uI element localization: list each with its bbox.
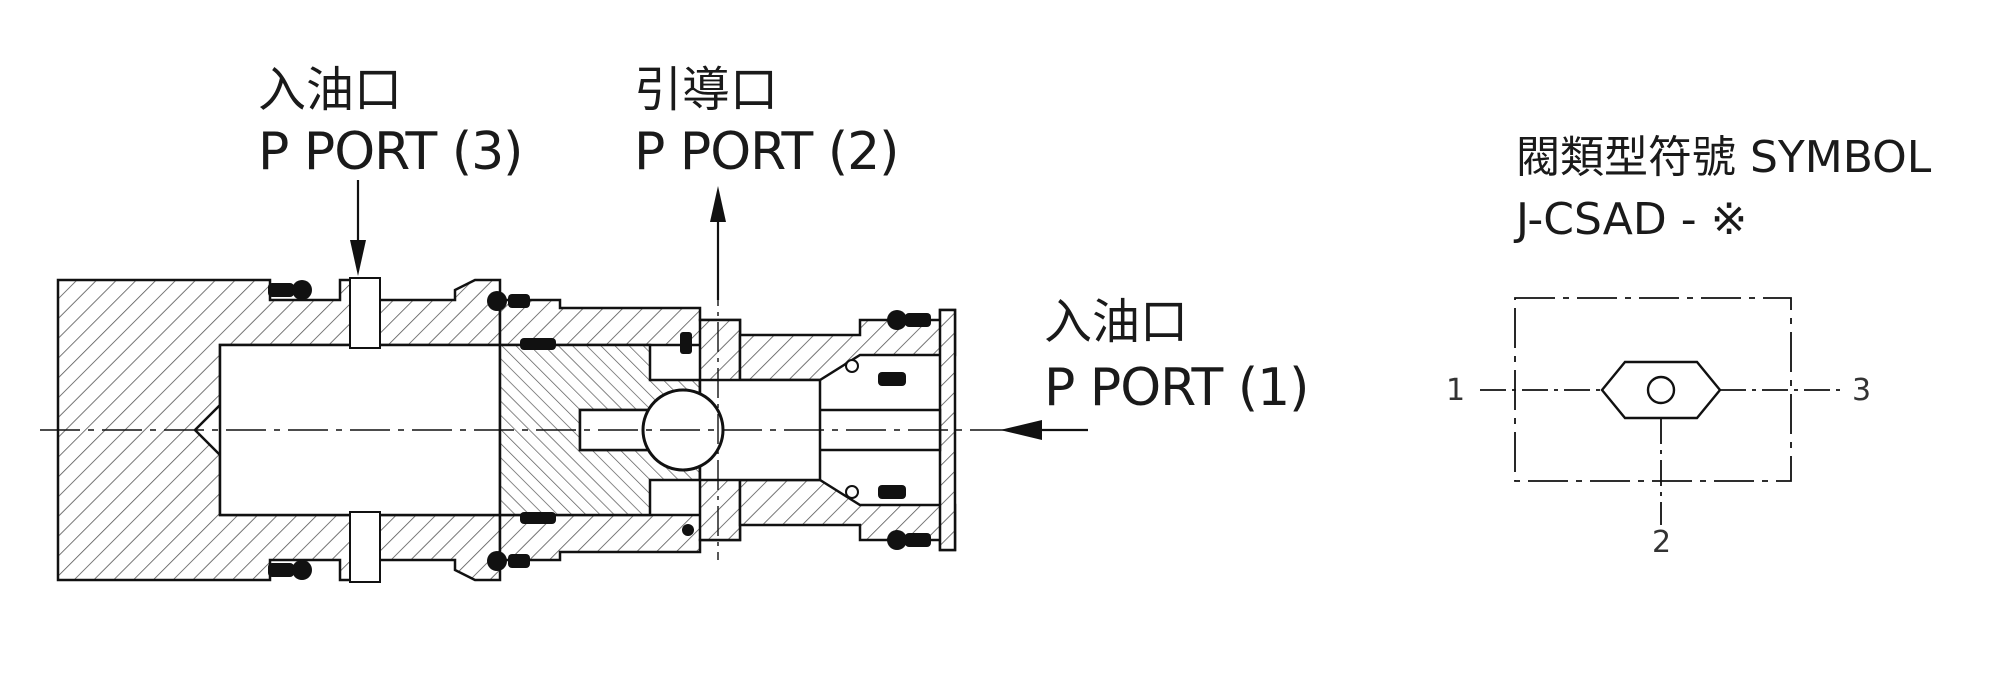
seal-rings: [268, 280, 931, 580]
flow-arrow-p2: [710, 186, 726, 300]
symbol-port-1-number: 1: [1446, 373, 1466, 408]
valve-symbol: [1480, 297, 1846, 525]
port-openings: [349, 277, 381, 583]
port-3-label-en: P PORT (3): [258, 122, 523, 182]
port-3-label-cn: 入油口: [258, 62, 403, 118]
flow-arrow-p3: [350, 180, 366, 276]
port-1-label-cn: 入油口: [1044, 294, 1189, 350]
shuttle-valve-body: [1600, 360, 1722, 420]
port-2-label-en: P PORT (2): [634, 122, 899, 182]
symbol-model: J-CSAD - ※: [1516, 194, 1748, 245]
symbol-port-2-number: 2: [1652, 525, 1672, 560]
flow-arrow-p1: [1000, 420, 1088, 440]
port-2-label-cn: 引導口: [634, 62, 779, 118]
symbol-port-3-number: 3: [1852, 373, 1872, 408]
port-1-label-en: P PORT (1): [1044, 358, 1309, 418]
shuttle-ball: [1646, 375, 1676, 405]
symbol-title: 閥類型符號 SYMBOL: [1516, 132, 1932, 183]
